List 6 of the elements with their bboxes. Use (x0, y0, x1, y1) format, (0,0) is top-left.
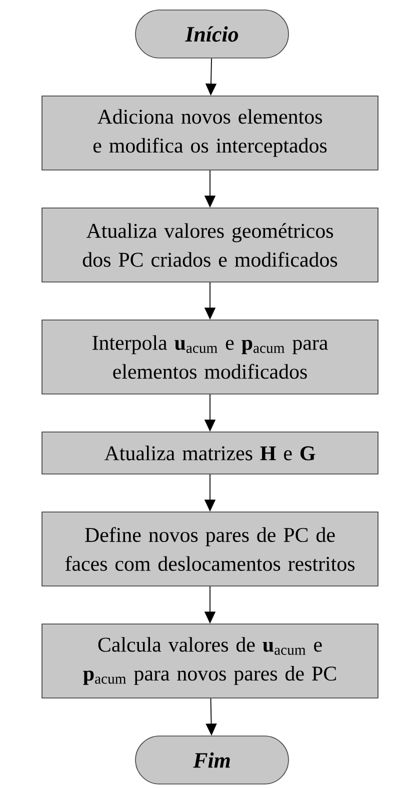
process-box: Adiciona novos elementos e modifica os interceptados (42, 96, 378, 170)
process-box: Atualiza matrizes H e G (42, 432, 378, 474)
process-box: Calcula valores de u$_{acum}$ e p$_{acum}$ para novos pares de PC (42, 624, 378, 698)
process-box: Interpola u$_{acum}$ e p$_{acum}$ para elementos modificados (42, 320, 378, 394)
process-box: Define novos pares de PC de faces com deslocamentos restritos (42, 512, 378, 586)
process-box: Atualiza valores geométricos dos PC criados e modificados (42, 208, 378, 282)
